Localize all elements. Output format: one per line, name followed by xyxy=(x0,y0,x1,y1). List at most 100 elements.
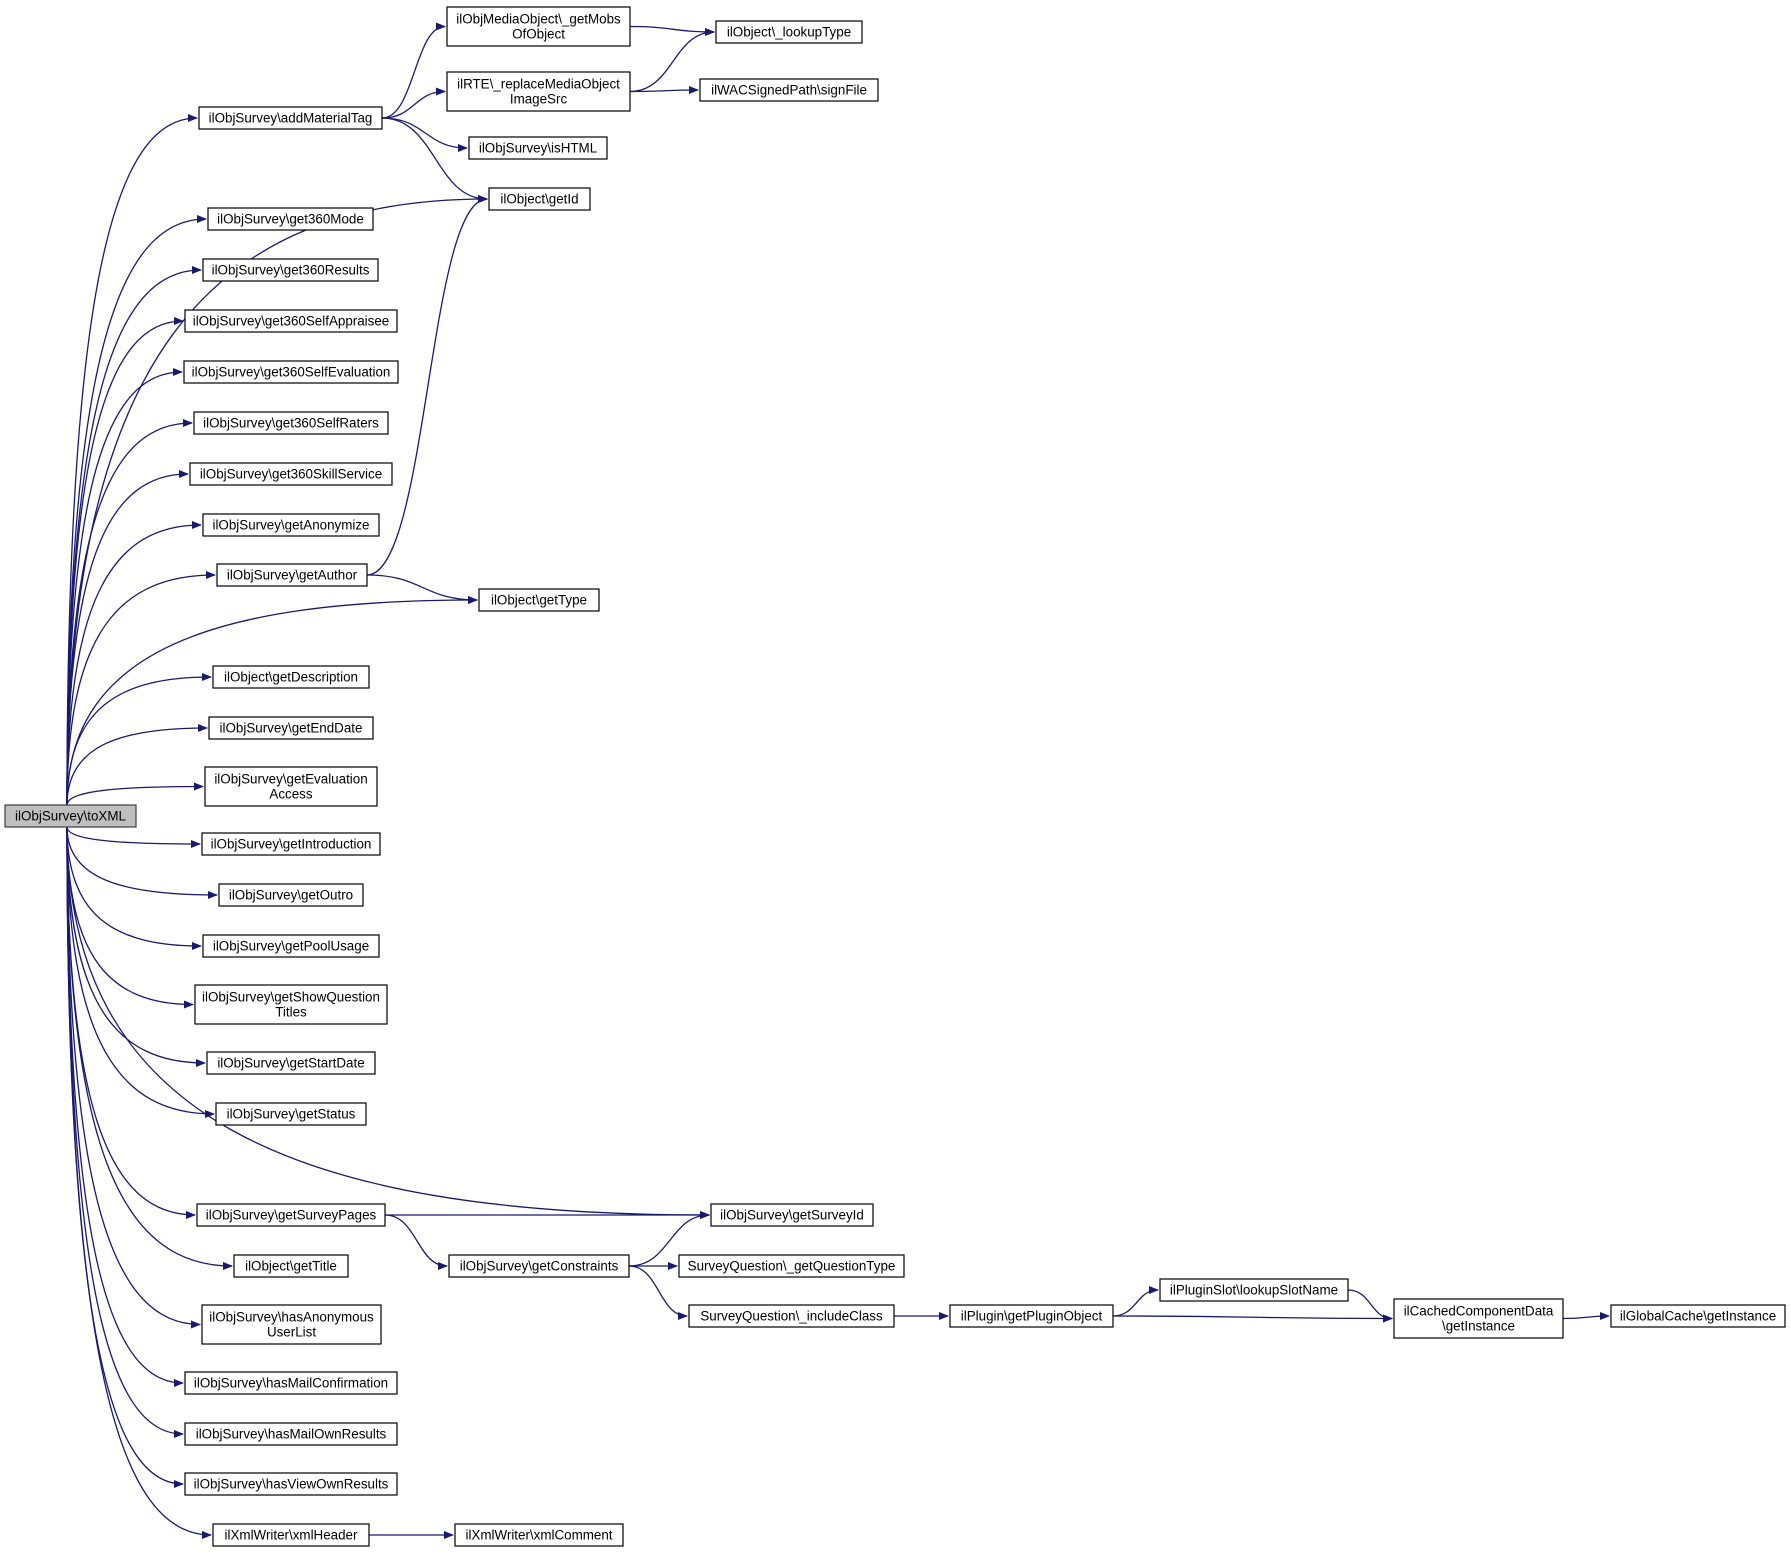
node-get-pool-usage[interactable]: ilObjSurvey\getPoolUsage xyxy=(202,934,380,958)
edge-to-xml-to-get-author xyxy=(66,571,216,806)
node-box xyxy=(468,136,608,160)
nodes-layer: ilObjSurvey\toXML ilObjSurvey\addMaterial… xyxy=(4,6,1786,1547)
node-get360-self-raters[interactable]: ilObjSurvey\get360SelfRaters xyxy=(193,411,389,435)
node-box xyxy=(184,309,398,333)
node-lookup-slot-name[interactable]: ilPluginSlot\lookupSlotName xyxy=(1159,1278,1349,1302)
node-get-survey-pages[interactable]: ilObjSurvey\getSurveyPages xyxy=(196,1203,386,1227)
node-box xyxy=(194,984,388,1025)
node-label: ilObjSurvey\isHTML xyxy=(479,141,597,156)
node-has-mail-own-results[interactable]: ilObjSurvey\hasMailOwnResults xyxy=(184,1422,398,1446)
node-add-material-tag[interactable]: ilObjSurvey\addMaterialTag xyxy=(198,106,383,130)
node-box xyxy=(233,1254,349,1278)
node-label: ilObjSurvey\getAnonymize xyxy=(212,518,369,533)
node-box xyxy=(949,1304,1114,1328)
node-get-author[interactable]: ilObjSurvey\getAuthor xyxy=(216,563,368,587)
node-box xyxy=(448,1254,630,1278)
node-box xyxy=(204,766,378,807)
node-label: ilPlugin\getPluginObject xyxy=(961,1309,1103,1324)
node-to-xml[interactable]: ilObjSurvey\toXML xyxy=(4,804,137,828)
node-label: ilObjSurvey\get360SelfEvaluation xyxy=(192,365,391,380)
node-box xyxy=(184,1371,398,1395)
node-get360-results[interactable]: ilObjSurvey\get360Results xyxy=(202,258,379,282)
node-has-view-own-results[interactable]: ilObjSurvey\hasViewOwnResults xyxy=(184,1472,398,1496)
edge-get-author-to-get-type xyxy=(366,574,478,604)
node-label: ilObjSurvey\get360Mode xyxy=(217,212,364,227)
node-cached-get-instance[interactable]: ilCachedComponentData\getInstance xyxy=(1393,1298,1564,1339)
node-box xyxy=(207,207,374,231)
node-get-plugin-object[interactable]: ilPlugin\getPluginObject xyxy=(949,1304,1114,1328)
edge-to-xml-to-get360-self-raters xyxy=(66,419,193,806)
node-get360-self-appraisee[interactable]: ilObjSurvey\get360SelfAppraisee xyxy=(184,309,398,333)
node-box xyxy=(184,1422,398,1446)
node-label: ilObjSurvey\hasViewOwnResults xyxy=(194,1477,389,1492)
node-get-introduction[interactable]: ilObjSurvey\getIntroduction xyxy=(201,832,381,856)
node-get-type[interactable]: ilObject\getType xyxy=(478,588,600,612)
node-box xyxy=(454,1523,624,1547)
node-label: ilObjSurvey\getSurveyId xyxy=(720,1208,864,1223)
node-box xyxy=(478,588,600,612)
node-get-end-date[interactable]: ilObjSurvey\getEndDate xyxy=(208,716,374,740)
edge-to-xml-to-get-anonymize xyxy=(66,521,202,806)
node-global-get-instance[interactable]: ilGlobalCache\getInstance xyxy=(1610,1304,1786,1328)
node-box xyxy=(208,716,374,740)
node-label: Access xyxy=(269,787,312,802)
node-xml-header[interactable]: ilXmlWriter\xmlHeader xyxy=(212,1523,370,1547)
node-label: ilPluginSlot\lookupSlotName xyxy=(1170,1283,1338,1298)
edge-cached-get-instance-to-global-get-instance xyxy=(1562,1312,1610,1321)
edge-lookup-slot-name-to-cached-get-instance xyxy=(1347,1289,1393,1323)
edge-add-material-tag-to-get-mobs-of-object xyxy=(381,22,446,119)
node-box xyxy=(1610,1304,1786,1328)
node-get-anonymize[interactable]: ilObjSurvey\getAnonymize xyxy=(202,513,380,537)
edge-add-material-tag-to-replace-media-object-image-src xyxy=(381,87,446,119)
node-get-outro[interactable]: ilObjSurvey\getOutro xyxy=(218,883,364,907)
node-label: ilXmlWriter\xmlHeader xyxy=(225,1528,358,1543)
node-get-survey-id[interactable]: ilObjSurvey\getSurveyId xyxy=(710,1203,874,1227)
node-box xyxy=(212,665,370,689)
node-label: \getInstance xyxy=(1442,1319,1515,1334)
node-get-id[interactable]: ilObject\getId xyxy=(488,187,591,211)
node-label: ilObjSurvey\hasMailConfirmation xyxy=(194,1376,388,1391)
node-get-constraints[interactable]: ilObjSurvey\getConstraints xyxy=(448,1254,630,1278)
node-label: ilObjSurvey\getOutro xyxy=(229,888,353,903)
edge-to-xml-to-get-survey-id xyxy=(66,826,710,1219)
node-get360-mode[interactable]: ilObjSurvey\get360Mode xyxy=(207,207,374,231)
node-label: ilObjSurvey\getPoolUsage xyxy=(213,939,369,954)
node-has-mail-confirmation[interactable]: ilObjSurvey\hasMailConfirmation xyxy=(184,1371,398,1395)
node-is-html[interactable]: ilObjSurvey\isHTML xyxy=(468,136,608,160)
node-get-start-date[interactable]: ilObjSurvey\getStartDate xyxy=(206,1051,376,1075)
node-label: ilObjSurvey\getIntroduction xyxy=(211,837,372,852)
edge-get-plugin-object-to-lookup-slot-name xyxy=(1112,1286,1159,1317)
node-include-class[interactable]: SurveyQuestion\_includeClass xyxy=(688,1304,895,1328)
node-get-question-type[interactable]: SurveyQuestion\_getQuestionType xyxy=(678,1254,905,1278)
node-box xyxy=(198,106,383,130)
node-get-status[interactable]: ilObjSurvey\getStatus xyxy=(215,1102,367,1126)
edge-to-xml-to-get-description xyxy=(66,673,212,806)
node-label: ilObjSurvey\toXML xyxy=(15,809,126,824)
node-get360-self-evaluation[interactable]: ilObjSurvey\get360SelfEvaluation xyxy=(183,360,399,384)
edge-get-author-to-get-id xyxy=(366,195,488,576)
node-label: ImageSrc xyxy=(510,92,568,107)
node-get360-skill-service[interactable]: ilObjSurvey\get360SkillService xyxy=(189,462,393,486)
node-label: ilObjSurvey\getConstraints xyxy=(460,1259,619,1274)
edge-to-xml-to-get-title xyxy=(66,826,233,1270)
node-lookup-type[interactable]: ilObject\_lookupType xyxy=(715,20,863,44)
node-get-description[interactable]: ilObject\getDescription xyxy=(212,665,370,689)
node-box xyxy=(1393,1298,1564,1339)
node-box xyxy=(715,20,863,44)
edge-get-plugin-object-to-cached-get-instance xyxy=(1112,1314,1393,1323)
edge-to-xml-to-has-anonymous-user-list xyxy=(66,826,201,1329)
node-xml-comment[interactable]: ilXmlWriter\xmlComment xyxy=(454,1523,624,1547)
node-label: UserList xyxy=(267,1325,316,1340)
node-get-title[interactable]: ilObject\getTitle xyxy=(233,1254,349,1278)
node-box xyxy=(446,6,631,47)
edge-to-xml-to-get-survey-pages xyxy=(66,826,196,1219)
node-box xyxy=(184,1472,398,1496)
node-sign-file[interactable]: ilWACSignedPath\signFile xyxy=(699,78,879,102)
node-label: ilObject\getDescription xyxy=(224,670,358,685)
